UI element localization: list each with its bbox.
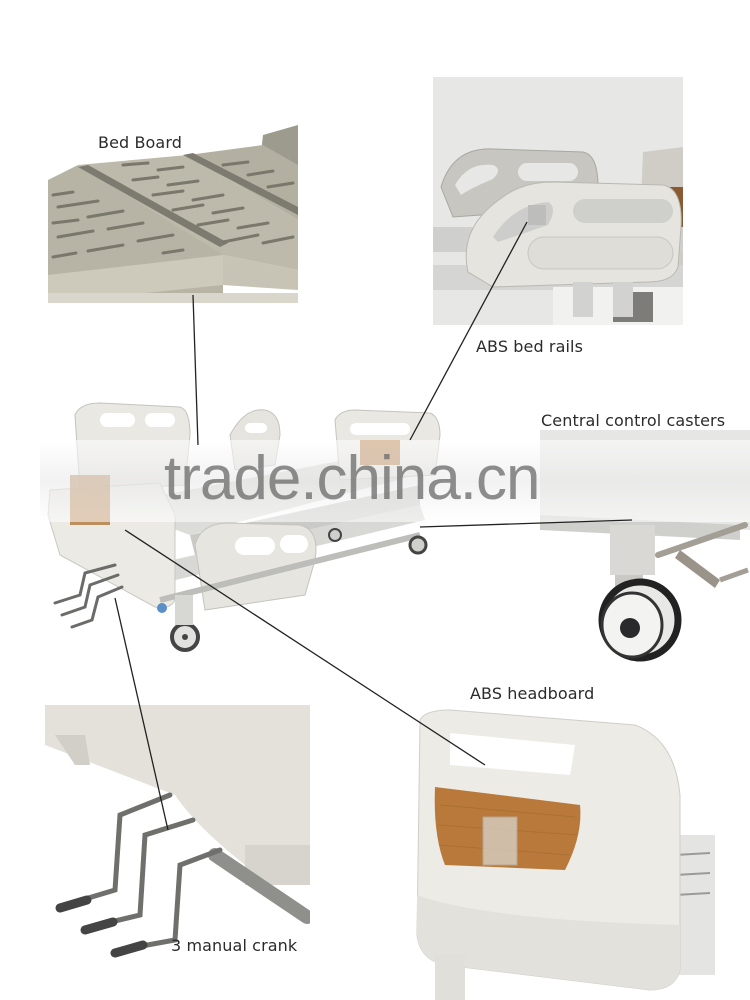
- abs-bed-rails-detail-image: [433, 77, 683, 325]
- bed-board-label: Bed Board: [98, 133, 182, 152]
- abs-headboard-detail-image: [405, 705, 715, 1000]
- manual-crank-label: 3 manual crank: [171, 936, 298, 955]
- hospital-bed-overview-image: [40, 395, 460, 660]
- abs-headboard-label: ABS headboard: [470, 684, 595, 703]
- watermark-band: [40, 440, 750, 522]
- manual-crank-detail-image: [45, 705, 310, 967]
- watermark-text: trade.china.cn: [164, 444, 540, 513]
- abs-bed-rails-label: ABS bed rails: [476, 337, 584, 356]
- central-control-casters-label: Central control casters: [541, 411, 726, 430]
- bed-board-detail-image: [48, 125, 298, 303]
